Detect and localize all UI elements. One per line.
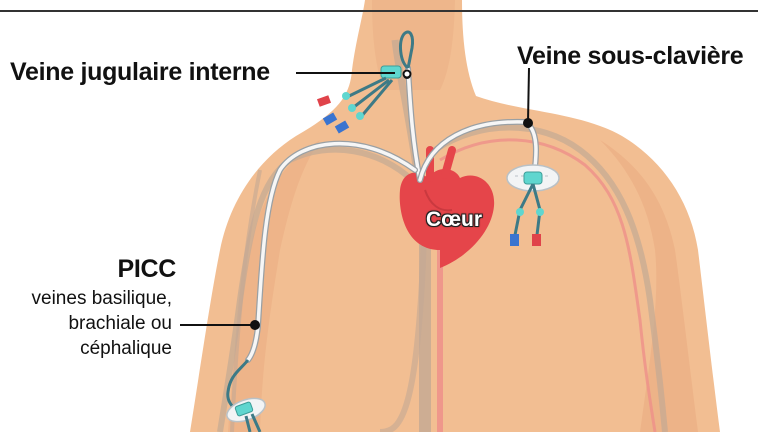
label-picc-line-2: brachiale ou	[68, 313, 172, 335]
jugular-marker-dot	[404, 71, 411, 78]
picc-marker-dot	[251, 321, 259, 329]
subclavian-marker-dot	[524, 119, 532, 127]
label-jugular-vein: Veine jugulaire interne	[10, 58, 270, 87]
label-picc-line-3: céphalique	[80, 338, 172, 360]
label-subclavian-vein: Veine sous-clavière	[517, 42, 743, 71]
label-picc-line-1: veines basilique,	[32, 288, 172, 310]
label-heart: Cœur	[418, 208, 490, 232]
label-picc: PICC	[104, 255, 176, 284]
